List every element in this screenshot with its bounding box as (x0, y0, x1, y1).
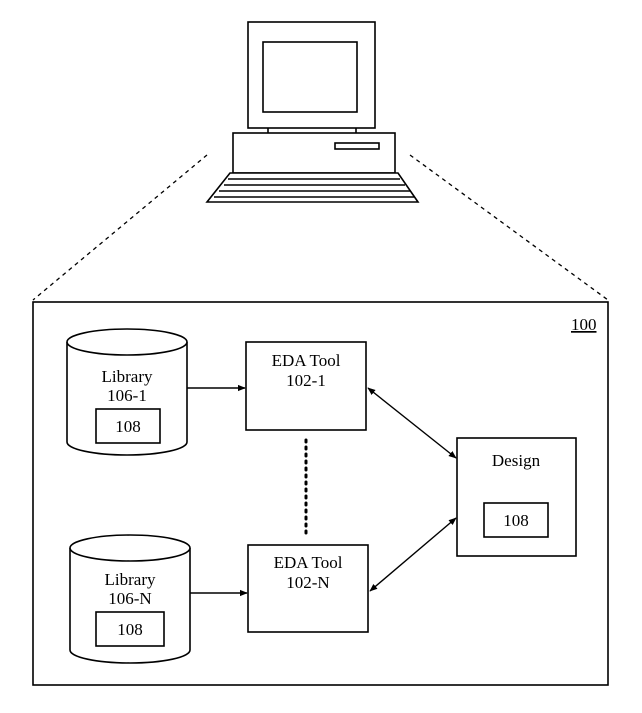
library-database-n: Library 106-N 108 (69, 534, 191, 664)
projection-line-left (32, 154, 208, 301)
library-id: 106-1 (107, 386, 147, 405)
computer-icon (205, 21, 420, 203)
eda-tool-frame (247, 544, 369, 633)
arrow-tool1-design (367, 387, 457, 459)
drive-slot (334, 142, 380, 150)
library-content-label: 108 (115, 417, 141, 436)
keyboard (205, 172, 420, 203)
system-boundary (32, 301, 609, 686)
library-name: Library (102, 367, 153, 386)
design-content-box (483, 502, 549, 538)
library-cylinder-top (69, 534, 191, 562)
monitor-screen (262, 41, 358, 113)
eda-tool-box-1: EDA Tool 102-1 (245, 341, 367, 431)
library-content-box (95, 611, 165, 647)
arrow-tooln-design (369, 517, 457, 592)
system-ref-label: 100 (571, 315, 597, 334)
base-unit (232, 132, 396, 174)
monitor-frame (247, 21, 376, 129)
eda-tool-id: 102-1 (286, 371, 326, 390)
design-content-label: 108 (503, 511, 529, 530)
eda-tool-name: EDA Tool (274, 553, 343, 572)
eda-tool-box-n: EDA Tool 102-N (247, 544, 369, 633)
library-id: 106-N (108, 589, 151, 608)
eda-tool-frame (245, 341, 367, 431)
eda-tool-id: 102-N (286, 573, 329, 592)
library-content-box (95, 408, 161, 444)
design-label: Design (492, 451, 541, 470)
eda-tool-name: EDA Tool (272, 351, 341, 370)
projection-line-right (409, 154, 609, 301)
library-database-1: Library 106-1 108 (66, 328, 188, 456)
library-cylinder-top (66, 328, 188, 356)
library-content-label: 108 (117, 620, 143, 639)
library-name: Library (105, 570, 156, 589)
design-box: Design 108 (456, 437, 577, 557)
